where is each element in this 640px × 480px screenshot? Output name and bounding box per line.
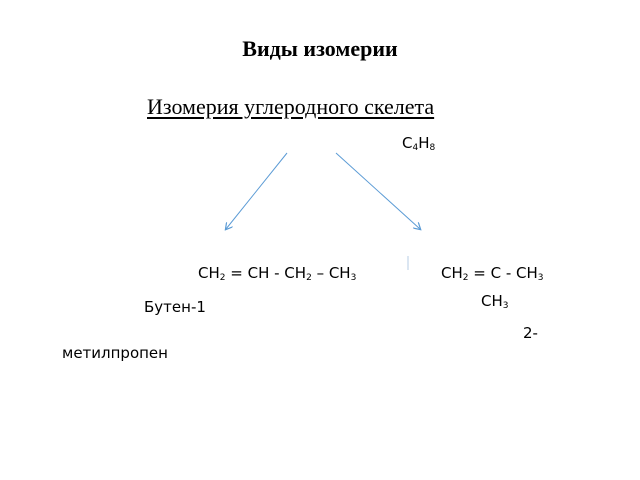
methylpropene-formula-subscript: 3	[537, 273, 544, 283]
formula-h-count: 8	[429, 143, 436, 153]
molecular-formula: C4H8	[402, 134, 435, 153]
butene-1-formula-subscript: 2	[306, 273, 312, 283]
methyl-branch-text: CH	[481, 292, 503, 310]
methylpropene-formula-text: = C - CH	[468, 264, 538, 282]
page-subtitle: Изомерия углеродного скелета	[147, 94, 435, 119]
arrow-right	[335, 152, 420, 229]
methylpropene-formula: CH2 = C - CH3	[441, 264, 544, 283]
methylpropene-formula-text: CH	[441, 264, 463, 282]
methylpropene-formula-subscript: 2	[462, 273, 469, 283]
methyl-branch-subscript: 3	[502, 301, 509, 311]
page-title: Виды изомерии	[242, 36, 398, 61]
formula-c: C	[402, 134, 413, 152]
methyl-branch: CH3	[481, 292, 509, 311]
butene-1-formula-text: CH	[198, 264, 220, 282]
methylpropene-name-part2: метилпропен	[62, 344, 168, 362]
butene-1-formula-subscript: 2	[219, 273, 226, 283]
butene-1-formula: CH2 = CH - CH2 – CH3	[198, 264, 356, 283]
formula-h: H	[418, 134, 430, 152]
butene-1-name: Бутен-1	[144, 298, 206, 316]
arrow-left	[226, 152, 288, 229]
methylpropene-name-part1: 2-	[523, 324, 538, 342]
formula-c-count: 4	[412, 143, 419, 153]
butene-1-formula-text: = CH - CH	[225, 264, 307, 282]
butene-1-formula-subscript: 3	[350, 273, 357, 283]
butene-1-formula-text: – CH	[311, 264, 351, 282]
